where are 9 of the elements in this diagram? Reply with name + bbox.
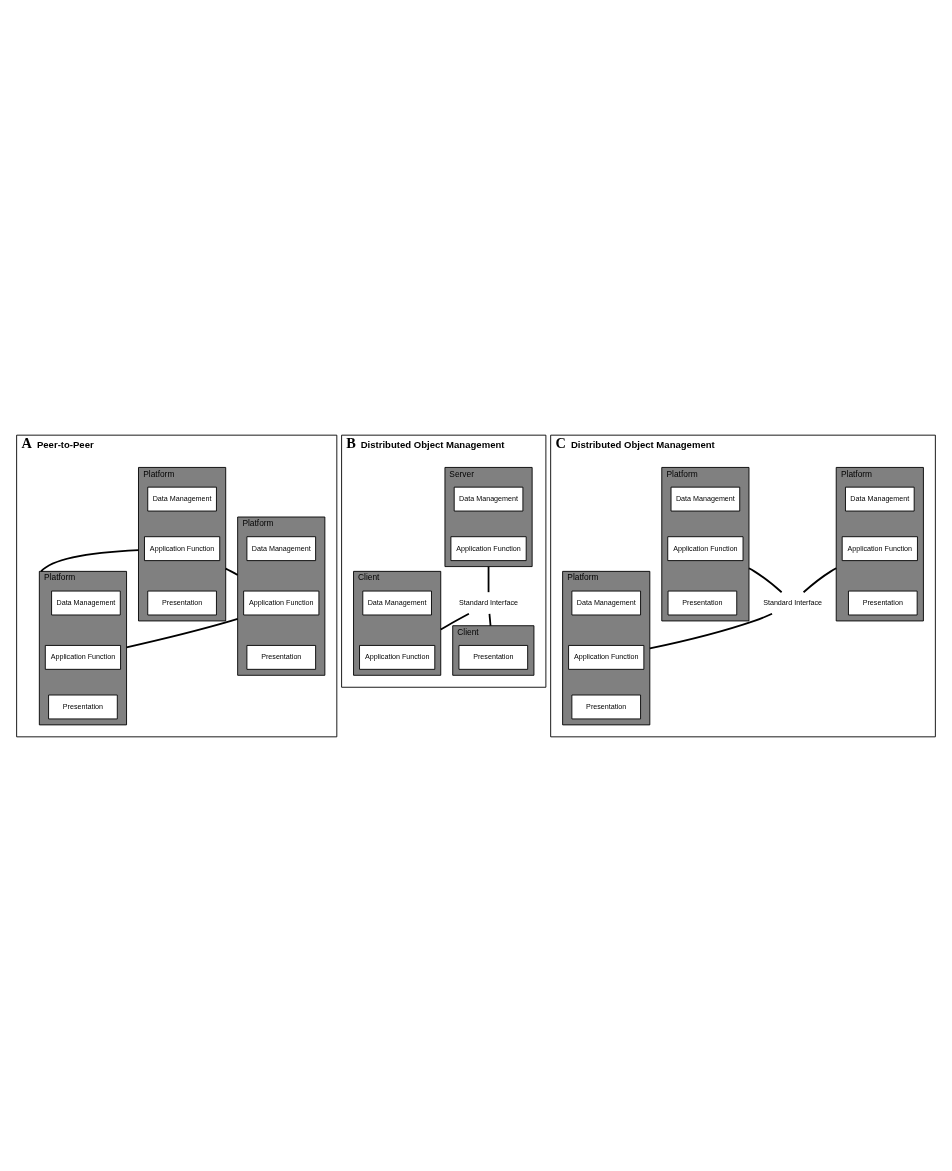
connector	[802, 566, 838, 593]
connector	[224, 567, 239, 576]
connector	[439, 612, 470, 630]
connector	[487, 565, 490, 593]
connector	[40, 548, 140, 572]
connector	[488, 612, 492, 627]
connector	[748, 566, 783, 593]
connector	[648, 612, 773, 649]
connector	[125, 617, 239, 648]
